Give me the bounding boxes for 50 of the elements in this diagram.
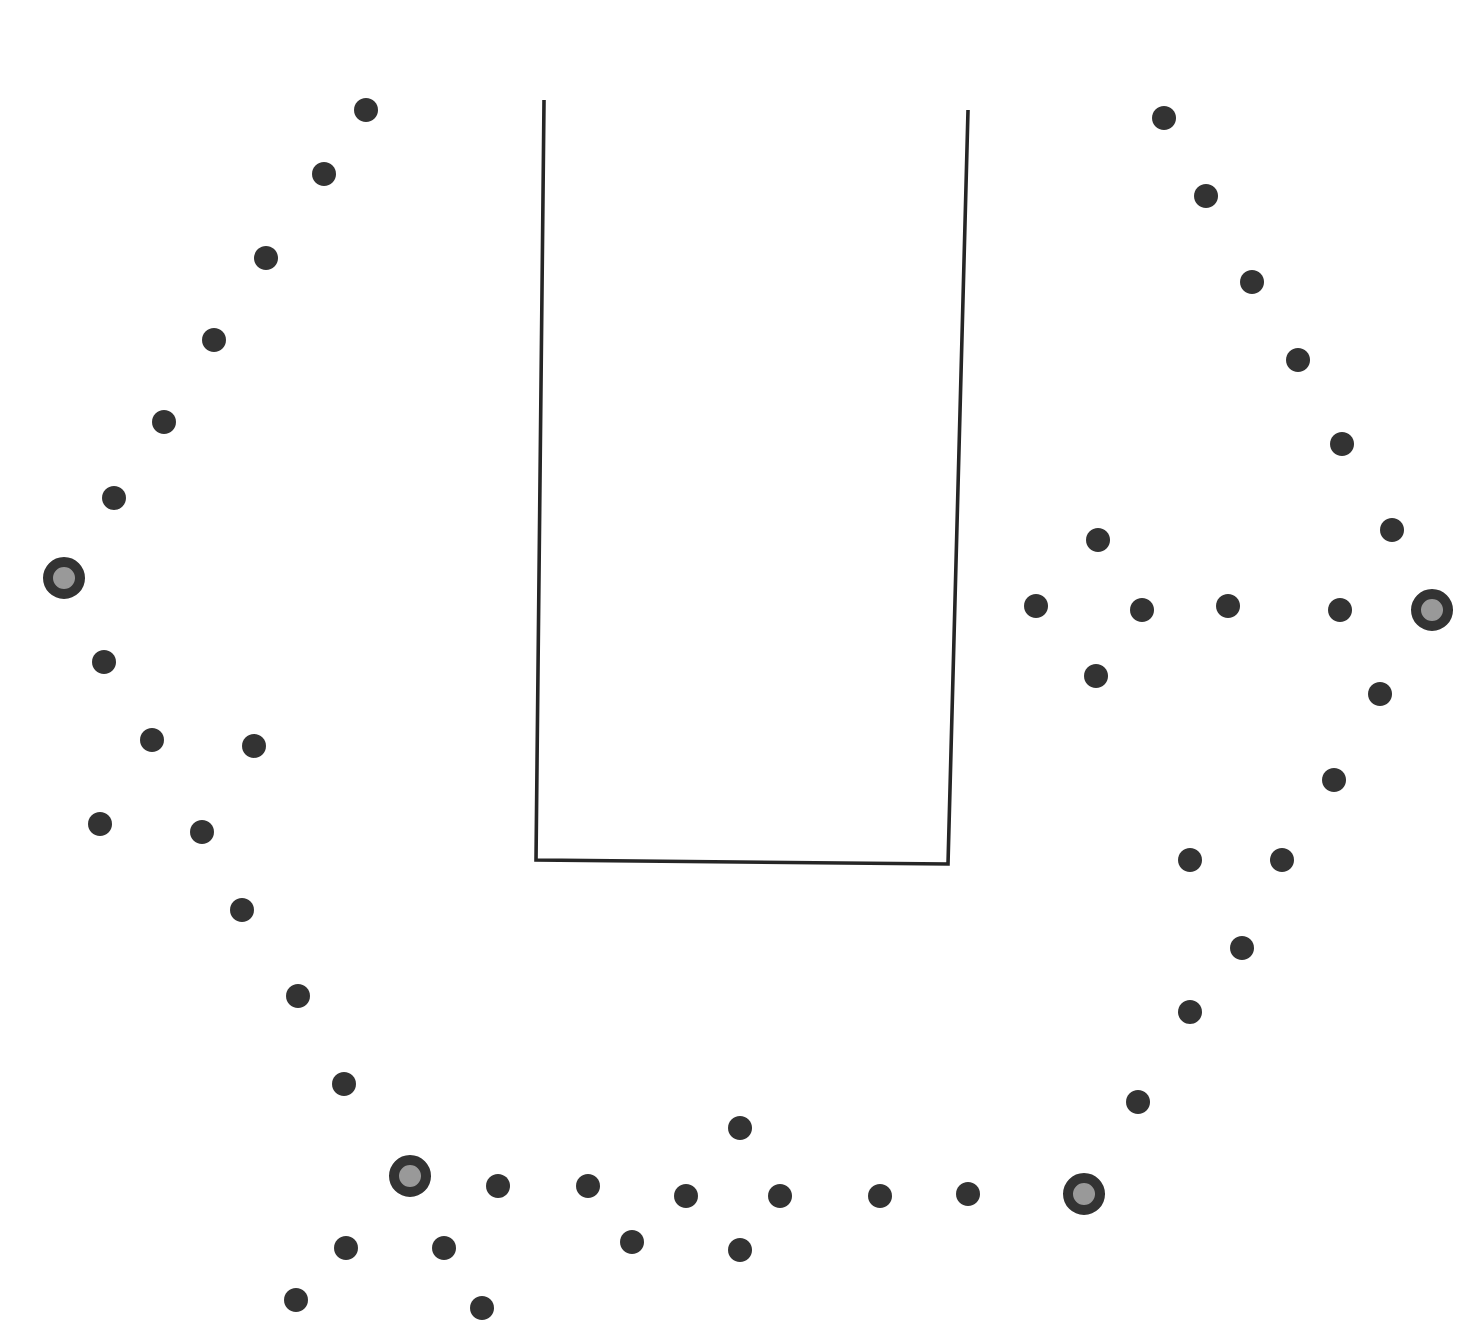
dot (88, 812, 112, 836)
dot (230, 898, 254, 922)
dot (1270, 848, 1294, 872)
dot (486, 1174, 510, 1198)
dot (202, 328, 226, 352)
dot (1024, 594, 1048, 618)
dot (1126, 1090, 1150, 1114)
dot (334, 1236, 358, 1260)
dot (332, 1072, 356, 1096)
dot (576, 1174, 600, 1198)
ringed-dot (1063, 1173, 1105, 1215)
dot (1178, 1000, 1202, 1024)
dot (432, 1236, 456, 1260)
ringed-dot (1411, 589, 1453, 631)
dot (354, 98, 378, 122)
dot (92, 650, 116, 674)
dot (1130, 598, 1154, 622)
dot (1086, 528, 1110, 552)
dot (254, 246, 278, 270)
dot (1328, 598, 1352, 622)
dot (1230, 936, 1254, 960)
dot (286, 984, 310, 1008)
dot (190, 820, 214, 844)
dot (1194, 184, 1218, 208)
dot (1240, 270, 1264, 294)
dot (1286, 348, 1310, 372)
dot (868, 1184, 892, 1208)
dot (140, 728, 164, 752)
dot (284, 1288, 308, 1312)
dot (1380, 518, 1404, 542)
dot (312, 162, 336, 186)
dot (674, 1184, 698, 1208)
dot (1322, 768, 1346, 792)
dot (1178, 848, 1202, 872)
dot (728, 1238, 752, 1262)
dot (728, 1116, 752, 1140)
dot (1084, 664, 1108, 688)
dot (1330, 432, 1354, 456)
dot (152, 410, 176, 434)
dot (956, 1182, 980, 1206)
dot (1216, 594, 1240, 618)
dot (470, 1296, 494, 1320)
dot (242, 734, 266, 758)
dot (1152, 106, 1176, 130)
dot (102, 486, 126, 510)
dot (1368, 682, 1392, 706)
dot (768, 1184, 792, 1208)
ringed-dot (389, 1155, 431, 1197)
dot (620, 1230, 644, 1254)
ringed-dot (43, 557, 85, 599)
